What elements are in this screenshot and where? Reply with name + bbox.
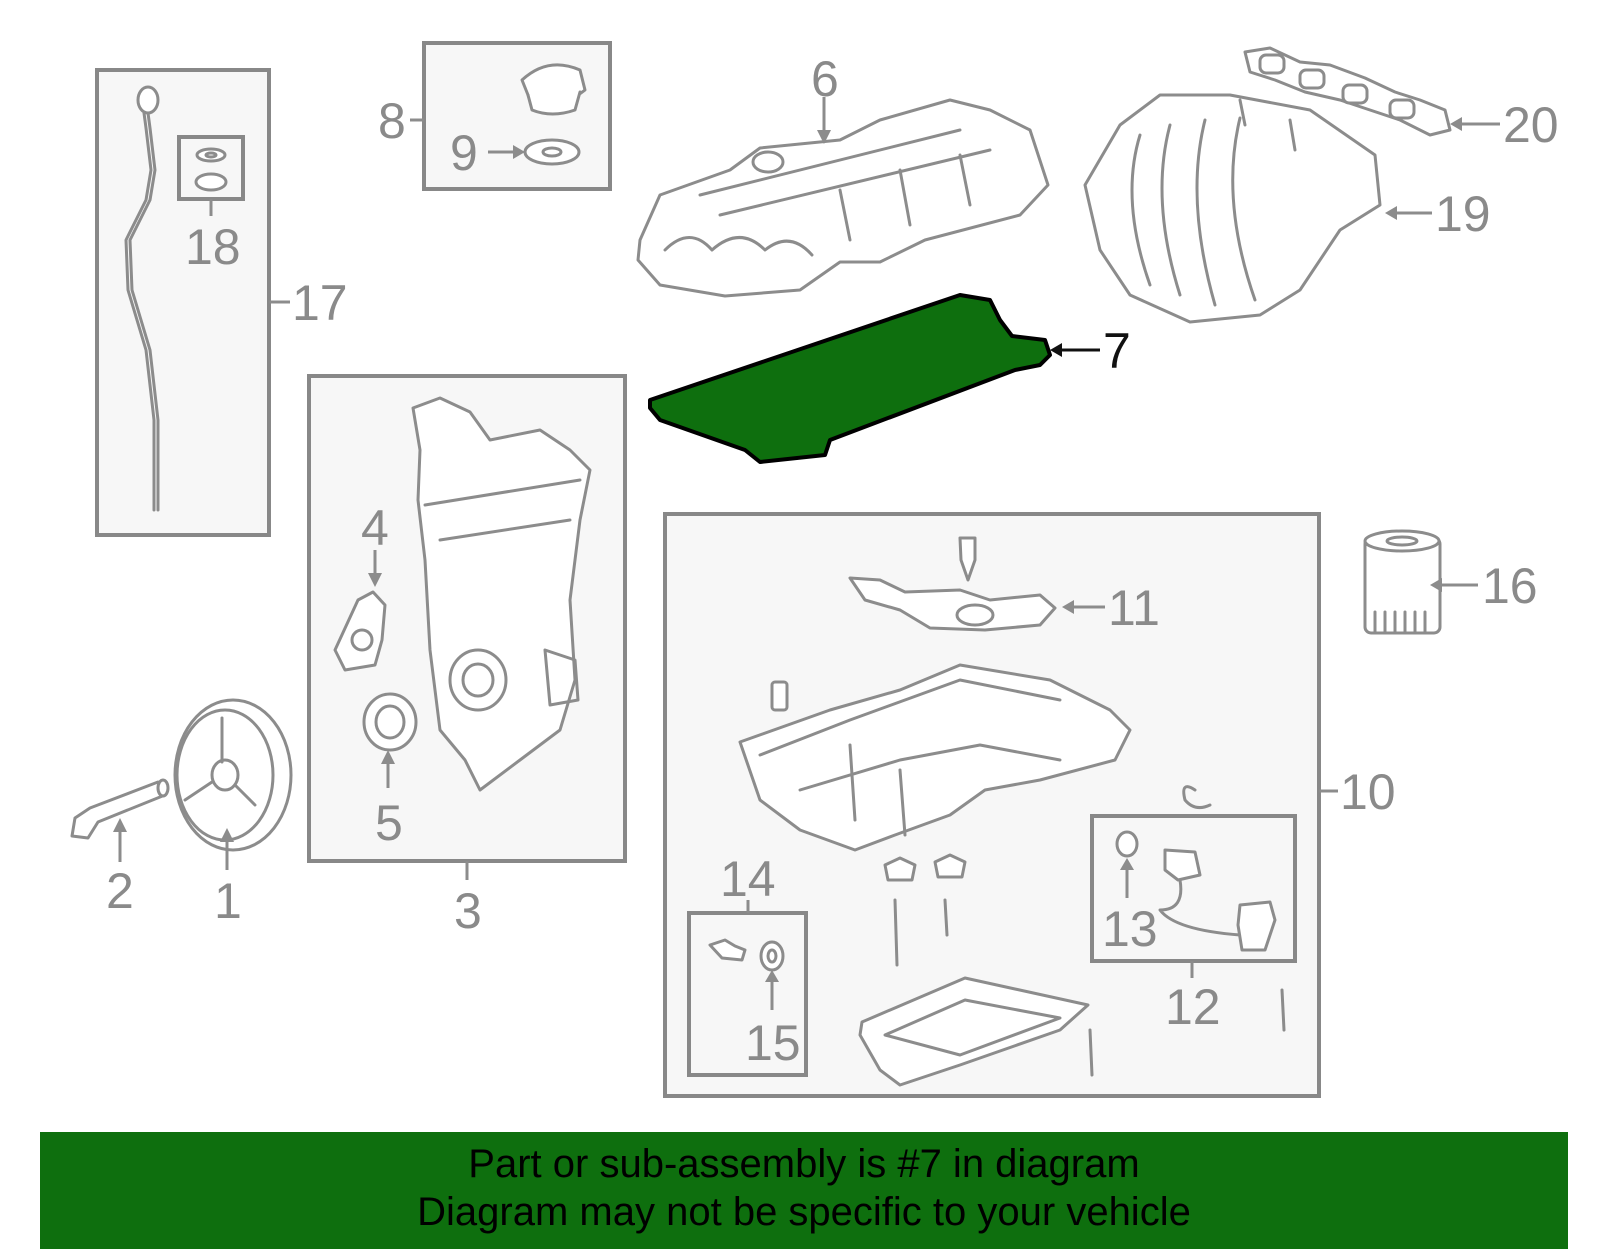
banner-line-2: Diagram may not be specific to your vehi… bbox=[417, 1190, 1191, 1234]
oil-pan-part bbox=[738, 663, 1132, 852]
callout-5: 5 bbox=[375, 795, 403, 851]
callout-11: 11 bbox=[1108, 580, 1160, 636]
callout-labels: 6 7 8 9 20 19 17 18 4 5 3 1 2 16 11 10 1… bbox=[106, 51, 1559, 1071]
callout-2: 2 bbox=[106, 863, 134, 919]
callout-19: 19 bbox=[1435, 186, 1491, 242]
callout-15: 15 bbox=[745, 1015, 801, 1071]
oil-filler-cap-part bbox=[520, 63, 587, 166]
callout-7: 7 bbox=[1103, 323, 1131, 379]
banner-line-1: Part or sub-assembly is #7 in diagram bbox=[468, 1142, 1140, 1186]
callout-8: 8 bbox=[378, 93, 406, 149]
crankshaft-balancer-part bbox=[173, 698, 293, 852]
callout-12: 12 bbox=[1165, 979, 1221, 1035]
intake-gasket-part bbox=[1243, 46, 1452, 137]
dipstick-part bbox=[124, 85, 160, 512]
drain-washer-part bbox=[708, 938, 785, 972]
callout-1: 1 bbox=[214, 873, 242, 929]
valve-cover-part bbox=[636, 98, 1050, 298]
callout-4: 4 bbox=[361, 500, 389, 556]
callout-17: 17 bbox=[292, 275, 348, 331]
oil-level-sensor-part bbox=[1115, 830, 1277, 952]
lower-oil-pan-part bbox=[858, 976, 1090, 1087]
group-box-14 bbox=[687, 911, 808, 1077]
drain-plug-and-bolts-part bbox=[883, 785, 1286, 1077]
callout-9: 9 bbox=[450, 125, 478, 181]
info-banner: Part or sub-assembly is #7 in diagram Di… bbox=[40, 1132, 1568, 1249]
engine-front-cover-part bbox=[411, 396, 592, 792]
callout-10: 10 bbox=[1340, 764, 1396, 820]
crankshaft-seal-part bbox=[362, 692, 418, 752]
valve-cover-gasket-part-highlighted bbox=[648, 293, 1052, 464]
callout-6: 6 bbox=[811, 51, 839, 107]
oil-baffle-part bbox=[848, 536, 1057, 632]
callout-16: 16 bbox=[1482, 558, 1538, 614]
group-box-8 bbox=[422, 41, 612, 191]
front-cover-gasket-part bbox=[333, 590, 387, 672]
intake-manifold-part bbox=[1083, 93, 1382, 324]
callout-3: 3 bbox=[454, 883, 482, 939]
callout-14: 14 bbox=[720, 851, 776, 907]
callout-20: 20 bbox=[1503, 97, 1559, 153]
oil-filter-part bbox=[1363, 529, 1442, 635]
o-ring-set-part bbox=[194, 147, 228, 192]
callout-13: 13 bbox=[1102, 901, 1158, 957]
callout-18: 18 bbox=[185, 219, 241, 275]
balancer-bolt-part bbox=[70, 778, 170, 840]
leader-lines bbox=[113, 97, 1500, 1010]
